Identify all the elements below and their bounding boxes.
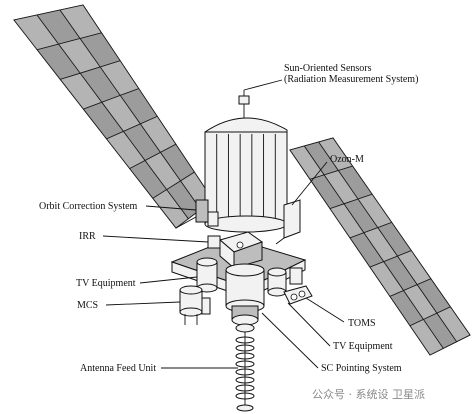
helix-turn <box>235 376 255 384</box>
sun-sensor-mast <box>238 90 250 118</box>
antenna-feed <box>235 332 255 412</box>
right-solar-array <box>289 137 471 356</box>
helix-turn <box>235 384 255 392</box>
helix-turn <box>235 344 255 352</box>
label-mcs: MCS <box>77 300 98 311</box>
solar-cell <box>436 306 471 343</box>
label-ozon: Ozon-M <box>330 154 364 165</box>
leader-lines <box>102 79 345 369</box>
satellite-body <box>195 117 301 245</box>
label-sun-sensors-2: (Radiation Measurement System) <box>284 74 418 85</box>
left-solar-array <box>13 4 214 229</box>
watermark: 公众号 · 系统设 卫星派 <box>312 388 425 401</box>
helix-turn <box>235 360 255 368</box>
label-sun-sensors-1: Sun-Oriented Sensors <box>284 63 372 74</box>
label-irr: IRR <box>79 231 96 242</box>
label-sc-pointing: SC Pointing System <box>321 363 402 374</box>
helix-turn <box>235 336 255 344</box>
label-orbit-correction: Orbit Correction System <box>39 201 138 212</box>
label-toms: TOMS <box>348 318 376 329</box>
label-antenna-feed: Antenna Feed Unit <box>80 363 156 374</box>
helix-turn <box>235 392 255 400</box>
label-tv-equipment-left: TV Equipment <box>76 278 136 289</box>
helix-turn <box>235 368 255 376</box>
label-tv-equipment-right: TV Equipment <box>333 341 393 352</box>
helix-turn <box>235 352 255 360</box>
instrument-cylinders <box>179 257 313 333</box>
labels: Sun-Oriented Sensors (Radiation Measurem… <box>39 63 418 374</box>
